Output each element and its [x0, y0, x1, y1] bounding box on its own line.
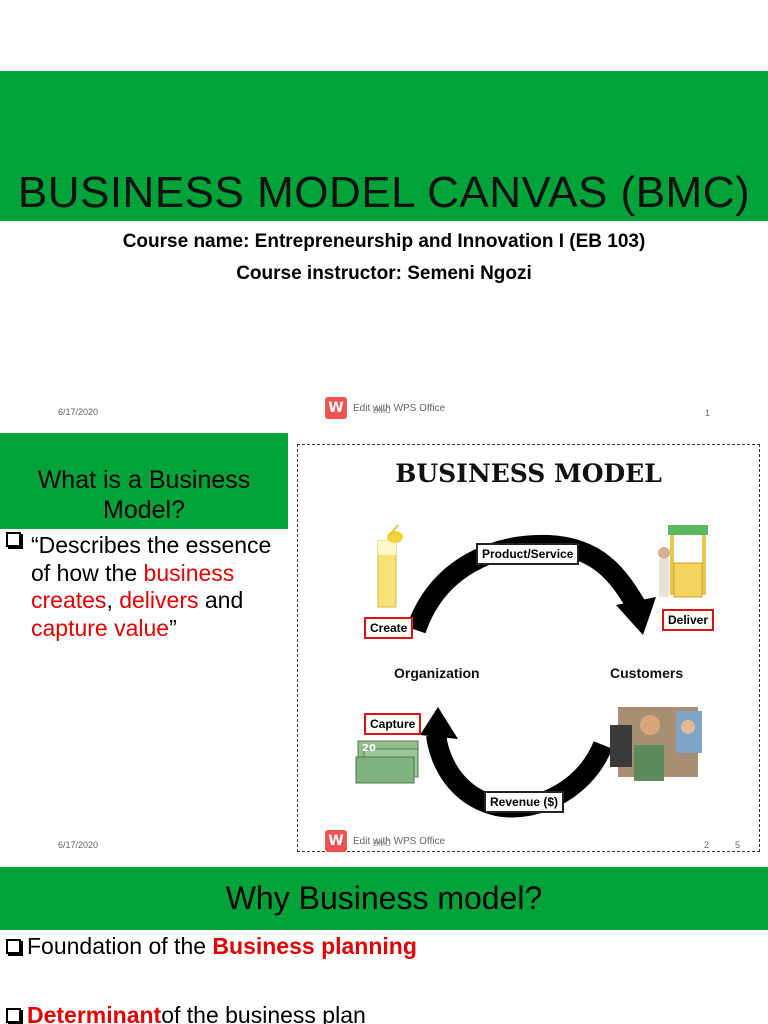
- customers-label: Customers: [610, 665, 684, 681]
- slide-date: 6/17/2020: [58, 407, 99, 417]
- wps-edit-link[interactable]: W Edit with WPS Office BMC: [325, 830, 445, 852]
- quote-highlight-creates: business creates: [31, 559, 235, 614]
- create-label: Create: [364, 617, 414, 639]
- bullet-foundation-highlight: Business planning: [212, 933, 417, 959]
- definition-quote: “Describes the essence of how the busine…: [6, 532, 281, 642]
- bullet-determinant: Determinant of the business plan: [6, 1002, 366, 1024]
- lemonade-stand-icon: [658, 525, 708, 598]
- quote-and: and: [198, 587, 244, 613]
- customers-photo-icon: [610, 707, 702, 781]
- quote-highlight-delivers: delivers: [119, 587, 199, 613]
- bullet-foundation-text: Foundation of the: [27, 933, 207, 959]
- organization-label: Organization: [394, 665, 480, 681]
- footer-overlay-text: BMC: [373, 405, 391, 415]
- quote-text: “Describes the essence of how the: [31, 532, 272, 586]
- wps-logo-icon: W: [325, 397, 347, 419]
- diagram-title: BUSINESS MODEL: [395, 459, 662, 488]
- money-bills-icon: 20: [355, 740, 419, 784]
- checkbox-bullet-icon: [6, 1008, 21, 1023]
- course-name: Course name: Entrepreneurship and Innova…: [122, 231, 646, 252]
- section-banner: [0, 867, 768, 930]
- quote-highlight-capture: capture value: [31, 614, 170, 641]
- revenue-label: Revenue ($): [484, 791, 565, 813]
- wps-edit-link[interactable]: W Edit with WPS Office BMC: [325, 397, 445, 419]
- page-number-secondary: 5: [735, 840, 741, 850]
- quote-close: ”: [169, 614, 177, 641]
- course-instructor: Course instructor: Semeni Ngozi: [236, 263, 532, 284]
- lemonade-glass-icon: [377, 524, 403, 608]
- wps-edit-text: Edit with WPS Office: [353, 402, 446, 414]
- bullet-determinant-highlight: Determinant: [27, 1002, 162, 1024]
- bullet-determinant-text: of the business plan: [161, 1002, 366, 1024]
- page-number: 1: [705, 408, 711, 418]
- footer-overlay-text: BMC: [373, 838, 391, 848]
- product-service-label: Product/Service: [476, 543, 580, 565]
- slide-title: BUSINESS MODEL CANVAS (BMC): [17, 168, 751, 217]
- business-model-diagram: BUSINESS MODEL: [297, 444, 760, 852]
- deliver-label: Deliver: [662, 609, 715, 631]
- wps-edit-text: Edit with WPS Office: [353, 835, 446, 847]
- section-title: Why Business model?: [225, 880, 543, 916]
- checkbox-bullet-icon: [6, 939, 21, 954]
- slide-date: 6/17/2020: [58, 840, 99, 850]
- bullet-foundation: Foundation of the Business planning: [6, 933, 417, 960]
- title-banner: [0, 71, 768, 221]
- slide-heading: What is a Business Model?: [37, 466, 251, 524]
- capture-label: Capture: [364, 713, 422, 735]
- heading-banner: [0, 433, 288, 529]
- checkbox-bullet-icon: [6, 532, 21, 547]
- page-number: 2: [704, 840, 710, 850]
- svg-text:20: 20: [362, 743, 376, 754]
- quote-comma: ,: [106, 587, 113, 613]
- wps-logo-icon: W: [325, 830, 347, 852]
